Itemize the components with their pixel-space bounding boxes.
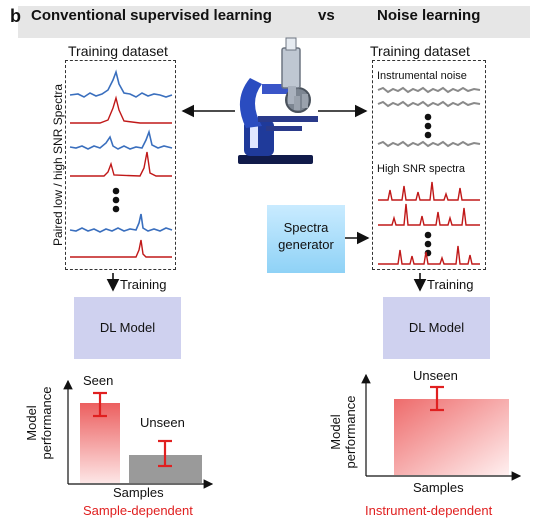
left-training-label: Training xyxy=(120,277,167,292)
right-dl-model-box: DL Model xyxy=(383,297,490,359)
microscope-icon xyxy=(238,37,318,164)
left-dl-model-box: DL Model xyxy=(74,297,181,359)
right-noise-trace-3 xyxy=(377,140,481,148)
left-dataset-title: Training dataset xyxy=(68,43,168,59)
right-unseen-label: Unseen xyxy=(413,368,458,383)
right-xlabel: Samples xyxy=(413,480,464,495)
left-dot-3 xyxy=(112,205,120,213)
left-dot-1 xyxy=(112,187,120,195)
generator-line1: Spectra xyxy=(283,220,329,235)
vs-label: vs xyxy=(318,7,335,24)
left-seen-label: Seen xyxy=(83,373,114,388)
generator-line2: generator xyxy=(278,237,334,252)
spectra-label: High SNR spectra xyxy=(377,163,466,175)
left-dataset-box xyxy=(65,60,176,270)
panel-letter: b xyxy=(10,6,21,26)
right-dot-2 xyxy=(424,122,432,130)
left-clean-trace-2 xyxy=(70,151,172,177)
right-spectrum-1 xyxy=(378,181,480,201)
right-dot-4 xyxy=(424,231,432,239)
right-dataset-title: Training dataset xyxy=(370,43,470,59)
right-dataset-box xyxy=(372,60,486,270)
left-clean-trace-1 xyxy=(70,95,172,124)
left-unseen-error-bar xyxy=(158,439,172,468)
left-dl-model-label: DL Model xyxy=(99,320,156,335)
noise-label: Instrumental noise xyxy=(377,70,467,82)
left-noisy-trace-2 xyxy=(69,129,173,150)
right-dl-model-label: DL Model xyxy=(408,320,465,335)
right-training-label: Training xyxy=(427,277,474,292)
right-noise-trace-1 xyxy=(377,86,481,94)
left-clean-trace-3 xyxy=(70,239,172,258)
left-title: Conventional supervised learning xyxy=(31,7,272,24)
right-dot-1 xyxy=(424,113,432,121)
left-noisy-trace-1 xyxy=(69,69,173,98)
left-seen-error-bar xyxy=(93,391,107,418)
left-xlabel: Samples xyxy=(113,485,164,500)
spectra-generator-box: Spectra generator xyxy=(267,205,345,273)
right-noise-trace-2 xyxy=(377,100,481,108)
left-caption: Sample-dependent xyxy=(83,503,193,518)
left-dot-2 xyxy=(112,196,120,204)
right-caption: Instrument-dependent xyxy=(365,503,493,518)
header-bar xyxy=(18,6,530,38)
right-title: Noise learning xyxy=(377,7,481,24)
right-spectrum-3 xyxy=(378,245,480,265)
left-noisy-trace-3 xyxy=(69,213,173,233)
right-error-bar xyxy=(430,385,444,412)
right-spectrum-2 xyxy=(378,203,480,226)
right-bar xyxy=(394,399,509,475)
left-unseen-label: Unseen xyxy=(140,415,185,430)
right-dot-3 xyxy=(424,131,432,139)
right-dot-5 xyxy=(424,240,432,248)
